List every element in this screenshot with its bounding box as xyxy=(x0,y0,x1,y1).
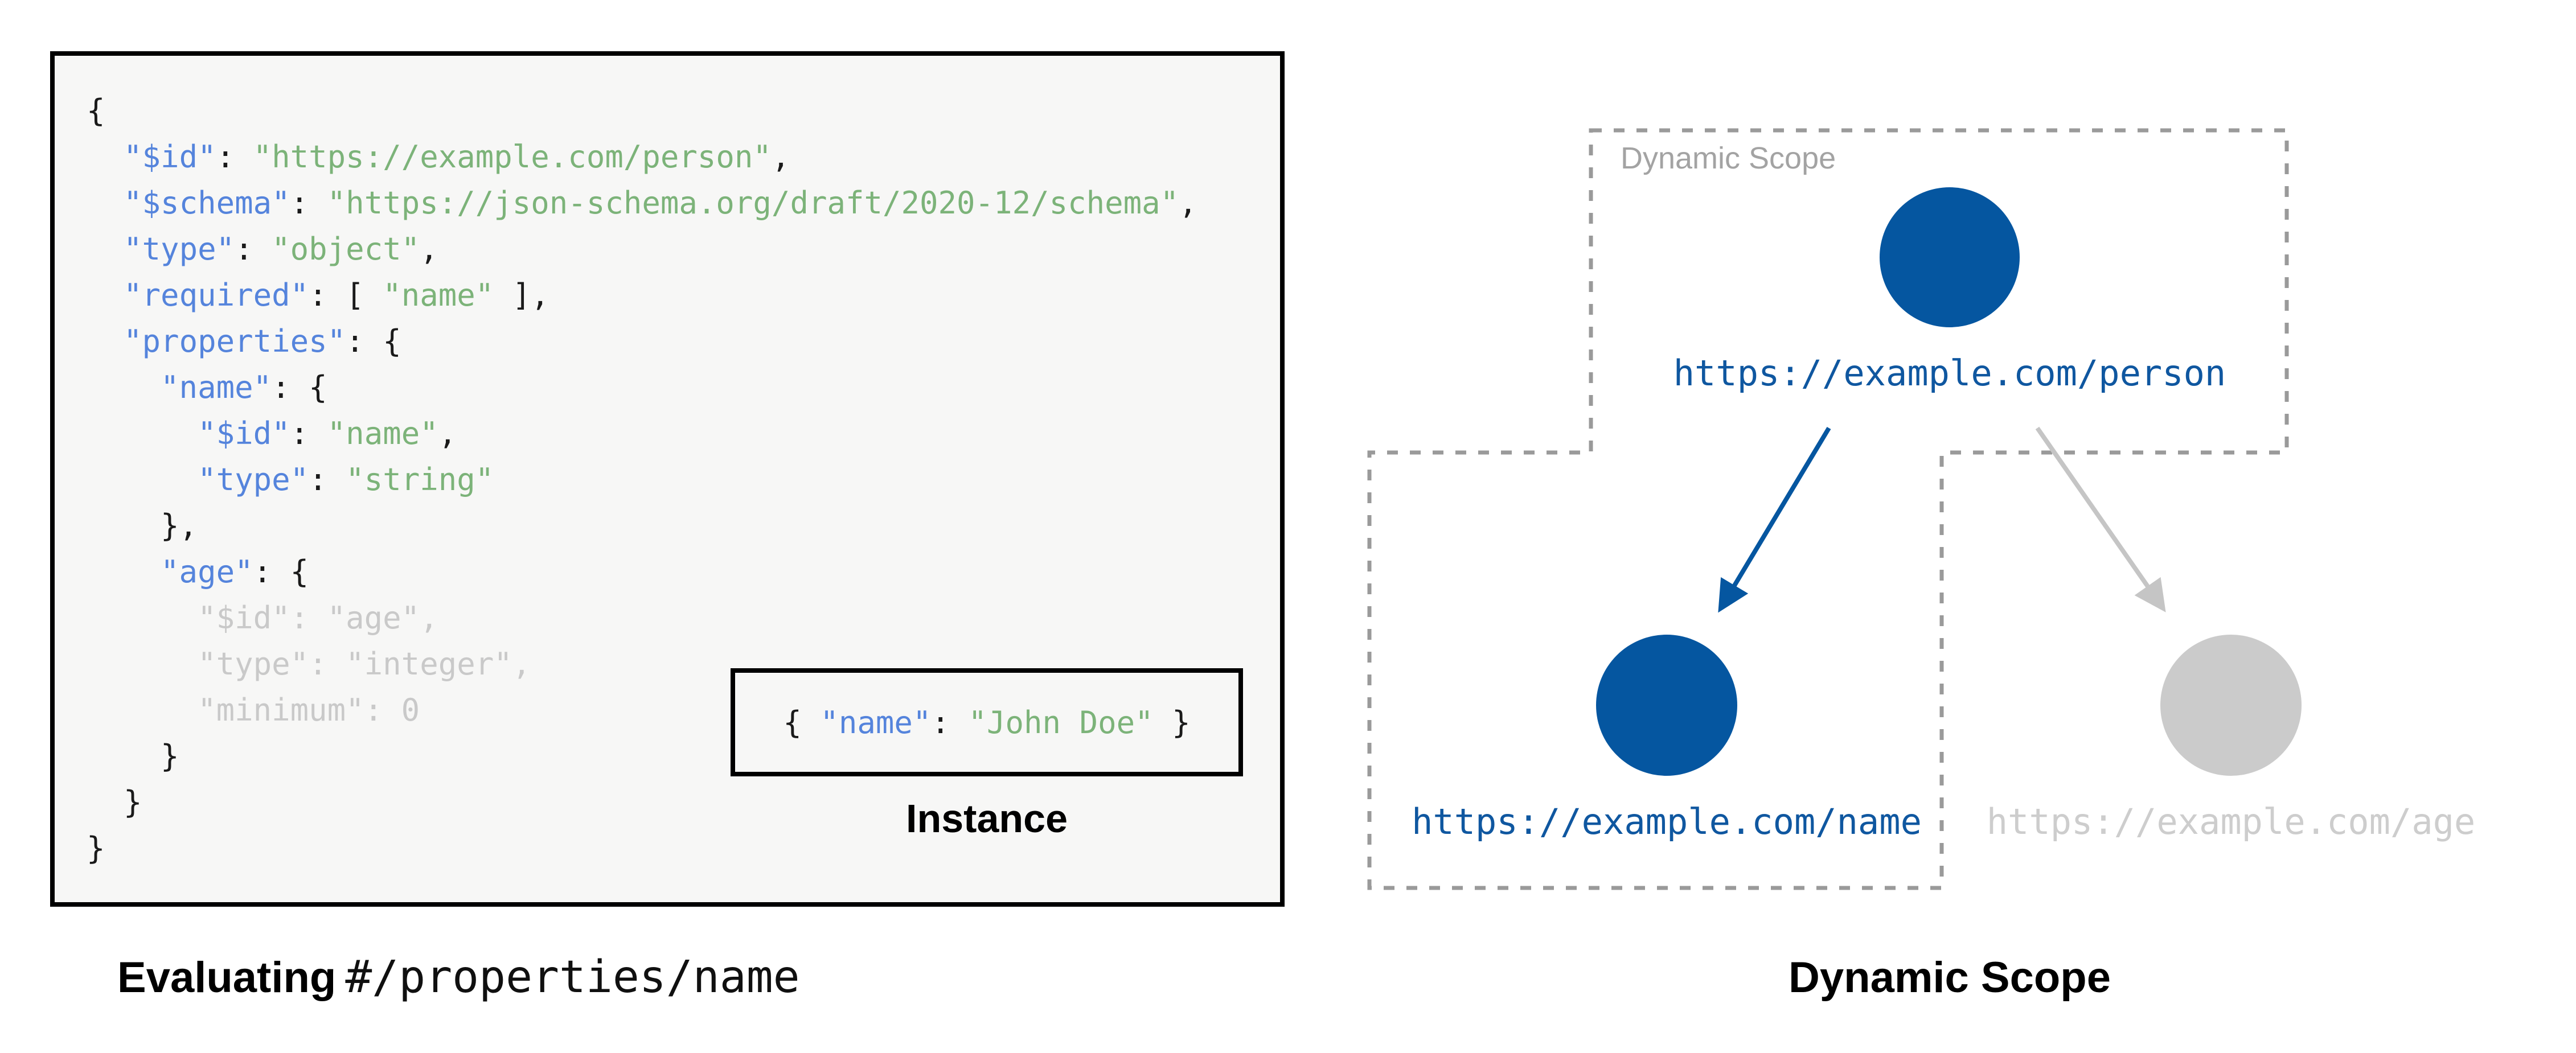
code-token: , xyxy=(1179,185,1197,221)
code-line: "$id": "https://example.com/person", xyxy=(87,134,1197,180)
caption-evaluating-word: Evaluating xyxy=(117,953,337,1002)
code-token: } xyxy=(87,738,179,774)
code-token: "object" xyxy=(272,231,420,267)
name-node xyxy=(1596,635,1737,776)
code-token xyxy=(87,416,198,451)
code-token: : xyxy=(290,185,327,221)
code-line: } xyxy=(87,733,1197,779)
code-token: "string" xyxy=(346,462,494,497)
code-token: } xyxy=(1153,704,1191,741)
code-token: } xyxy=(87,784,142,820)
code-token xyxy=(87,231,124,267)
code-token: "required" xyxy=(124,277,309,313)
caption-json-pointer: #/properties/name xyxy=(345,952,800,1003)
code-line: "minimum": 0 xyxy=(87,687,1197,733)
person-to-age-arrow xyxy=(2035,426,2166,612)
code-line: "name": { xyxy=(87,364,1197,410)
code-token: "name" xyxy=(327,416,438,451)
code-token: "$id" xyxy=(124,139,216,175)
code-lines: { "$id": "https://example.com/person", "… xyxy=(87,88,1197,871)
code-token: "$schema" xyxy=(124,185,290,221)
code-token: , xyxy=(420,231,438,267)
code-line: "type": "object", xyxy=(87,226,1197,272)
code-line: "$schema": "https://json-schema.org/draf… xyxy=(87,180,1197,226)
code-token: : { xyxy=(346,323,401,359)
code-line: "age": { xyxy=(87,549,1197,595)
code-token: "$id": "age", xyxy=(87,600,438,636)
age-node xyxy=(2160,635,2302,776)
code-token: ], xyxy=(494,277,549,313)
code-token: : xyxy=(235,231,272,267)
code-token: "name" xyxy=(161,369,272,405)
code-token xyxy=(87,277,124,313)
code-token: , xyxy=(771,139,790,175)
caption-dynamic-scope: Dynamic Scope xyxy=(1789,953,2111,1002)
caption-evaluating: Evaluating #/properties/name xyxy=(117,952,800,1003)
code-token: : xyxy=(216,139,253,175)
code-token: : { xyxy=(253,554,309,590)
code-token xyxy=(87,369,161,405)
age-node-url: https://example.com/age xyxy=(1986,801,2476,842)
code-token: "type": "integer", xyxy=(87,646,531,682)
instance-box: { "name": "John Doe" } xyxy=(731,668,1243,776)
code-token: : [ xyxy=(309,277,383,313)
code-line: "required": [ "name" ], xyxy=(87,272,1197,318)
code-token: : xyxy=(931,704,969,741)
code-line: "$id": "age", xyxy=(87,595,1197,641)
code-token: "type" xyxy=(124,231,235,267)
name-node-url: https://example.com/name xyxy=(1412,801,1922,842)
code-line: "properties": { xyxy=(87,318,1197,364)
code-token: "name" xyxy=(820,704,932,741)
instance-label: Instance xyxy=(906,796,1068,841)
code-token xyxy=(87,554,161,590)
dynamic-scope-boundary xyxy=(1367,128,2289,890)
code-line: }, xyxy=(87,503,1197,549)
code-token: "John Doe" xyxy=(968,704,1154,741)
code-token: }, xyxy=(87,508,198,544)
code-token: } xyxy=(87,830,105,866)
code-line: { xyxy=(87,88,1197,134)
code-token: "https://example.com/person" xyxy=(253,139,772,175)
code-token: : { xyxy=(272,369,327,405)
person-node xyxy=(1880,187,2020,327)
code-token xyxy=(87,185,124,221)
dynamic-scope-inner-label: Dynamic Scope xyxy=(1621,141,1836,175)
instance-code: { "name": "John Doe" } xyxy=(783,705,1190,741)
dynamic-scope-diagram xyxy=(1367,128,2302,890)
schema-code-panel: { "$id": "https://example.com/person", "… xyxy=(50,51,1285,907)
code-token xyxy=(87,139,124,175)
code-token: "https://json-schema.org/draft/2020-12/s… xyxy=(327,185,1179,221)
code-line: } xyxy=(87,825,1197,871)
code-token xyxy=(87,323,124,359)
code-token: "age" xyxy=(161,554,253,590)
code-token: "name" xyxy=(383,277,494,313)
code-line: "type": "integer", xyxy=(87,641,1197,687)
person-node-url: https://example.com/person xyxy=(1673,352,2226,394)
code-line: } xyxy=(87,779,1197,825)
code-token: "minimum": 0 xyxy=(87,692,420,728)
code-token: : xyxy=(290,416,327,451)
code-token: , xyxy=(438,416,457,451)
code-token xyxy=(87,462,198,497)
code-line: "$id": "name", xyxy=(87,410,1197,456)
code-token: "properties" xyxy=(124,323,346,359)
person-to-name-arrow xyxy=(1718,426,1831,613)
code-token: "$id" xyxy=(198,416,290,451)
code-token: "type" xyxy=(198,462,309,497)
code-token: { xyxy=(783,704,821,741)
code-line: "type": "string" xyxy=(87,456,1197,503)
code-token: { xyxy=(87,93,105,129)
code-token: : xyxy=(309,462,346,497)
